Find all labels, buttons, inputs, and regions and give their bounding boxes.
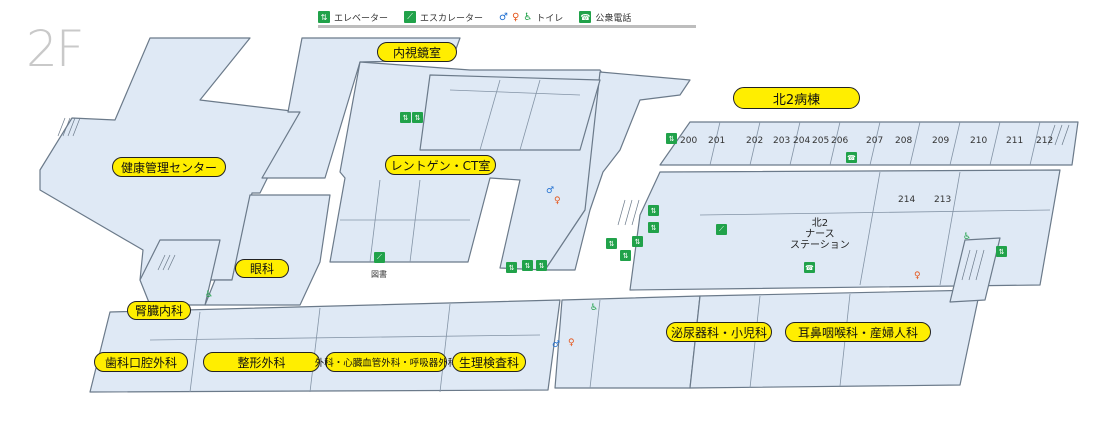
wheelchair-icon: ♿ bbox=[205, 290, 214, 300]
room-209: 209 bbox=[932, 136, 950, 146]
room-210: 210 bbox=[970, 136, 988, 146]
escalator-icon: ⟋ bbox=[374, 252, 385, 263]
room-211: 211 bbox=[1006, 136, 1024, 146]
label-dental[interactable]: 歯科口腔外科 bbox=[94, 352, 188, 372]
area-eye bbox=[204, 194, 331, 306]
room-212: 212 bbox=[1036, 136, 1054, 146]
elevator-icon: ⇅ bbox=[648, 205, 659, 216]
area-upper-mid bbox=[419, 74, 601, 151]
legend-phone: ☎ 公衆電話 bbox=[579, 11, 631, 24]
escalator-icon: ⟋ bbox=[716, 224, 727, 235]
elevator-icon: ⇅ bbox=[666, 133, 677, 144]
legend-elevator: ⇅ エレベーター bbox=[318, 11, 388, 24]
elevator-icon: ⇅ bbox=[506, 262, 517, 273]
toilet-female-icon: ♀ bbox=[512, 11, 520, 23]
elevator-icon: ⇅ bbox=[522, 260, 533, 271]
station-line1: 北2 bbox=[811, 218, 829, 229]
label-xray-ct[interactable]: レントゲン・CT室 bbox=[385, 155, 496, 175]
room-203: 203 bbox=[773, 136, 791, 146]
area-endoscopy bbox=[261, 37, 461, 179]
area-ward-top bbox=[659, 121, 1079, 166]
wheelchair-icon: ♿ bbox=[963, 232, 972, 242]
label-ent-obgyn[interactable]: 耳鼻咽喉科・産婦人科 bbox=[785, 322, 931, 342]
room-213: 213 bbox=[934, 195, 952, 205]
toilet-male-icon: ♂ bbox=[499, 11, 508, 23]
room-207: 207 bbox=[866, 136, 884, 146]
legend-toilet-label: トイレ bbox=[536, 13, 564, 24]
elevator-icon: ⇅ bbox=[648, 222, 659, 233]
wheelchair-icon: ♿ bbox=[523, 11, 533, 23]
area-lower-center bbox=[554, 295, 701, 389]
elevator-icon: ⇅ bbox=[400, 112, 411, 123]
label-surgery[interactable]: 外科・心臓血管外科・呼吸器外科 bbox=[315, 352, 457, 372]
room-205: 205 bbox=[812, 136, 830, 146]
room-202: 202 bbox=[746, 136, 764, 146]
legend-toilet: ♂ ♀ ♿ トイレ bbox=[499, 11, 563, 24]
label-orthopedics[interactable]: 整形外科 bbox=[203, 352, 320, 372]
label-physiology-lab[interactable]: 生理検査科 bbox=[452, 352, 526, 372]
label-urology-pediatrics[interactable]: 泌尿器科・小児科 bbox=[666, 322, 772, 342]
elevator-icon: ⇅ bbox=[536, 260, 547, 271]
elevator-icon: ⇅ bbox=[318, 11, 330, 23]
area-ward-mid bbox=[629, 169, 1061, 291]
room-208: 208 bbox=[895, 136, 913, 146]
legend-phone-label: 公衆電話 bbox=[595, 13, 632, 24]
legend: ⇅ エレベーター ⟋ エスカレーター ♂ ♀ ♿ トイレ ☎ 公衆電話 bbox=[318, 9, 696, 28]
elevator-icon: ⇅ bbox=[620, 250, 631, 261]
toilet-male-icon: ♂ bbox=[552, 340, 561, 350]
floor-label: 2F bbox=[26, 20, 85, 78]
phone-icon: ☎ bbox=[579, 11, 592, 23]
phone-icon: ☎ bbox=[846, 152, 857, 163]
legend-escalator: ⟋ エスカレーター bbox=[404, 11, 483, 24]
station-line3: ステーション bbox=[790, 240, 850, 251]
room-200: 200 bbox=[680, 136, 698, 146]
label-endoscopy[interactable]: 内視鏡室 bbox=[377, 42, 457, 62]
escalator-icon: ⟋ bbox=[404, 11, 417, 23]
library-label: 図書 bbox=[371, 270, 387, 279]
room-204: 204 bbox=[793, 136, 811, 146]
area-right-stair bbox=[949, 237, 1001, 303]
phone-icon: ☎ bbox=[804, 262, 815, 273]
legend-underline bbox=[318, 25, 696, 28]
label-kidney[interactable]: 腎臓内科 bbox=[127, 301, 191, 320]
legend-elevator-label: エレベーター bbox=[334, 13, 389, 24]
nurse-station: 北2 ナース ステーション bbox=[790, 218, 850, 251]
wheelchair-icon: ♿ bbox=[590, 303, 599, 313]
station-line2: ナース bbox=[805, 229, 835, 240]
elevator-icon: ⇅ bbox=[996, 246, 1007, 257]
legend-escalator-label: エスカレーター bbox=[420, 13, 484, 24]
label-north2-ward[interactable]: 北2病棟 bbox=[733, 87, 860, 109]
toilet-male-icon: ♂ bbox=[546, 186, 555, 196]
room-201: 201 bbox=[708, 136, 726, 146]
toilet-female-icon: ♀ bbox=[554, 196, 561, 206]
label-health-center[interactable]: 健康管理センター bbox=[112, 157, 226, 177]
label-eye[interactable]: 眼科 bbox=[235, 259, 289, 278]
area-center-corridor bbox=[544, 71, 691, 271]
toilet-female-icon: ♀ bbox=[914, 271, 921, 281]
room-206: 206 bbox=[831, 136, 849, 146]
room-214: 214 bbox=[898, 195, 916, 205]
elevator-icon: ⇅ bbox=[412, 112, 423, 123]
toilet-female-icon: ♀ bbox=[568, 338, 575, 348]
elevator-icon: ⇅ bbox=[606, 238, 617, 249]
elevator-icon: ⇅ bbox=[632, 236, 643, 247]
